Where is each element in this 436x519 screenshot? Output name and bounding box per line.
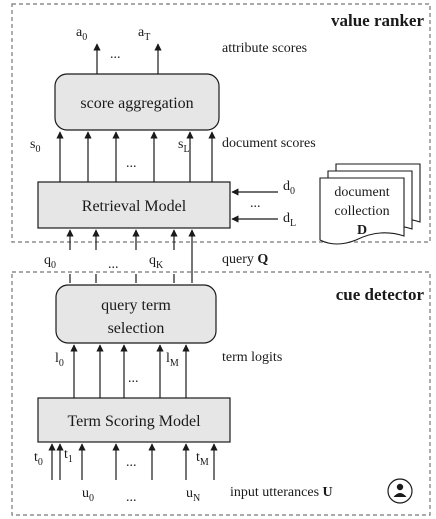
collection-label-line2: collection: [334, 204, 389, 219]
utterance-uN: uN: [186, 486, 200, 504]
term-scoring-model-box: [37, 397, 231, 443]
attribute-arrows: [93, 43, 162, 74]
attribute-score-a0: a0: [76, 25, 87, 43]
token-arrows: [48, 443, 218, 480]
user-icon: [387, 478, 413, 504]
utterance-dots: ...: [126, 490, 137, 505]
query-label: query Q: [222, 252, 268, 267]
term-logit-l0: l0: [55, 351, 64, 369]
retrieval-model-box: [37, 181, 231, 229]
query-term-selection-line2: selection: [108, 320, 165, 337]
query-label-backdrop: [40, 250, 190, 274]
collection-symbol: D: [357, 223, 367, 238]
score-aggregation-label: score aggregation: [80, 95, 193, 112]
query-qK: qK: [149, 253, 164, 271]
token-t1: t1: [64, 447, 73, 465]
utterance-u0: u0: [82, 486, 94, 504]
cue-detector-panel: [11, 271, 431, 516]
term-logits-label: term logits: [222, 350, 282, 365]
cue-detector-title: cue detector: [336, 285, 425, 304]
term-logit-lM: lM: [166, 351, 179, 369]
document-dots: ...: [250, 196, 261, 211]
input-utterances-label: input utterances U: [230, 485, 333, 500]
document-scores-label: document scores: [222, 136, 316, 151]
query-term-selection-line1: query term: [101, 297, 171, 314]
collection-label-line1: document: [334, 185, 389, 200]
document-input-arrows: [231, 188, 278, 223]
score-aggregation-box: [54, 73, 220, 131]
document-d0: d0: [283, 179, 295, 197]
term-logit-arrows: [70, 344, 190, 398]
query-dots: ...: [108, 257, 119, 272]
document-collection: document collection D: [319, 163, 421, 245]
token-dots: ...: [126, 455, 137, 470]
token-tM: tM: [196, 450, 209, 468]
document-score-sL: sL: [178, 137, 190, 155]
attribute-scores-label: attribute scores: [222, 41, 307, 56]
term-logit-dots: ...: [128, 371, 139, 386]
value-ranker-panel: [11, 3, 431, 243]
value-ranker-title: value ranker: [331, 11, 424, 30]
token-t0: t0: [34, 450, 43, 468]
term-scoring-model-label: Term Scoring Model: [67, 413, 201, 430]
document-score-arrows: [56, 131, 216, 182]
document-dL: dL: [283, 211, 296, 229]
query-term-selection-box: [55, 284, 217, 344]
attribute-score-dots: ...: [110, 47, 121, 62]
document-score-s0: s0: [30, 137, 40, 155]
retrieval-model-label: Retrieval Model: [82, 198, 187, 215]
document-score-dots: ...: [126, 156, 137, 171]
query-q0: q0: [44, 253, 56, 271]
attribute-score-aT: aT: [138, 25, 150, 43]
